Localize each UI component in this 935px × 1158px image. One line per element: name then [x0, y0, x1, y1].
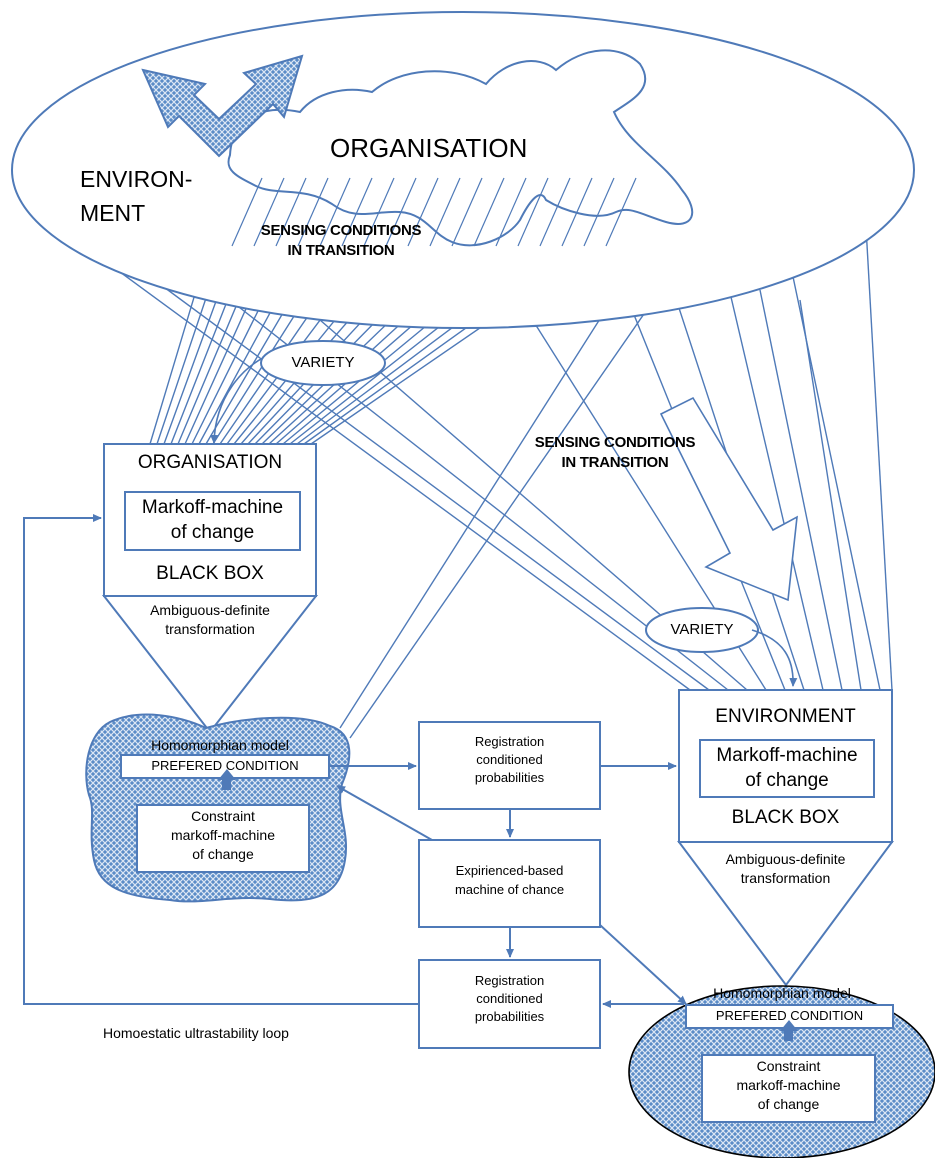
fan-line-to-environment [129, 261, 710, 691]
exp-line1: Expirienced-based [455, 863, 564, 878]
fan-line-to-environment [89, 249, 691, 691]
organisation-cloud [227, 49, 694, 247]
env-constraint-line3: of change [757, 1096, 820, 1112]
ultrastability-loop-line [23, 514, 419, 1005]
org-constraint-line2: markoff-machine [170, 827, 275, 843]
cloud-hatch-line [385, 177, 417, 247]
reg2-line1: Registration [474, 973, 545, 988]
variety-ellipse-right [645, 607, 759, 653]
variety-left-label: VARIETY [291, 354, 355, 371]
env-transform-line2: transformation [740, 870, 831, 886]
sensing-label-top-2: IN TRANSITION [287, 242, 395, 259]
env-transform-line1: Ambiguous-definite [725, 851, 846, 867]
cloud-hatch-line [495, 177, 527, 247]
reg1-line2: conditioned [476, 752, 543, 767]
fan-line-from-model [349, 261, 681, 739]
env-markoff-line1: Markoff-machine [716, 745, 858, 766]
cloud-hatch-line [451, 177, 483, 247]
org-markoff-line2: of change [170, 522, 255, 543]
org-markoff-line1: Markoff-machine [141, 497, 284, 518]
cloud-hatch-line [429, 177, 461, 247]
fan-line-from-model [339, 299, 613, 729]
variety-right-curve [751, 629, 798, 687]
cloud-hatch-line [583, 177, 615, 247]
env-box-title: ENVIRONMENT [715, 706, 856, 727]
cloud-hatch-line [341, 177, 373, 247]
organisation-transformation-funnel [101, 595, 319, 734]
org-constraint-box [136, 804, 310, 873]
env-model-title: Homomorphian model [713, 985, 851, 1001]
exp-line2: machine of chance [454, 882, 565, 897]
cloud-hatch-line [319, 177, 351, 247]
env-markoff-line2: of change [745, 770, 829, 791]
exchange-arrow-icon [141, 54, 304, 158]
cloud-hatch-line [539, 177, 571, 247]
cloud-hatch-line [363, 177, 395, 247]
org-black-box-label: BLACK BOX [156, 563, 264, 584]
cloud-hatch-line [275, 177, 307, 247]
experience-box [418, 839, 601, 928]
ultrastability-loop-label: Homoestatic ultrastability loop [103, 1025, 289, 1041]
cloud-hatch-line [253, 177, 285, 247]
fan-line-to-environment [719, 249, 824, 691]
org-transform-line1: Ambiguous-definite [150, 602, 270, 618]
cloud-hatch-line [473, 177, 505, 247]
reg1-line1: Registration [474, 734, 545, 749]
environment-markoff-box [699, 739, 875, 798]
env-constraint-line1: Constraint [756, 1058, 821, 1074]
cloud-hatch-line [297, 177, 329, 247]
env-up-arrow-icon [780, 1020, 798, 1041]
registration-box-1 [418, 721, 601, 810]
arrow-exp-to-model [336, 785, 433, 841]
org-model-title: Homomorphian model [151, 737, 289, 753]
reg1-line3: probabilities [474, 770, 545, 785]
environment-label-line1: ENVIRON- [80, 166, 193, 192]
variety-ellipse-left [260, 340, 386, 386]
fan-line-to-environment [799, 299, 862, 691]
fan-line-to-environment [759, 289, 843, 691]
org-box-title: ORGANISATION [137, 452, 283, 473]
env-black-box-label: BLACK BOX [731, 807, 840, 828]
reg2-line2: conditioned [476, 991, 543, 1006]
org-up-arrow-icon [218, 769, 236, 790]
env-preferred-label: PREFERED CONDITION [715, 1008, 864, 1023]
arrow-exp-to-env-model [599, 924, 687, 1005]
environment-label-line2: MENT [80, 200, 146, 226]
org-transform-line2: transformation [165, 621, 255, 637]
variety-right-label: VARIETY [670, 621, 734, 638]
org-preferred-label: PREFERED CONDITION [151, 758, 299, 773]
sensing-label-mid-1: SENSING CONDITIONS [534, 434, 696, 451]
reg2-line3: probabilities [474, 1009, 545, 1024]
env-constraint-line2: markoff-machine [736, 1077, 841, 1093]
cloud-hatch-line [605, 177, 637, 247]
organisation-markoff-box [124, 491, 301, 551]
environment-transformation-funnel [677, 841, 894, 987]
cloud-organisation-label: ORGANISATION [330, 133, 528, 163]
sensing-label-mid-2: IN TRANSITION [561, 454, 669, 471]
sensing-label-top-1: SENSING CONDITIONS [260, 222, 422, 239]
cloud-hatch-line [231, 177, 263, 247]
cloud-hatch [231, 177, 637, 247]
registration-box-2 [418, 959, 601, 1049]
org-constraint-line1: Constraint [191, 808, 255, 824]
org-constraint-line3: of change [192, 846, 254, 862]
hollow-arrow-icon [659, 396, 798, 602]
env-constraint-box [701, 1054, 876, 1123]
cloud-hatch-line [517, 177, 549, 247]
cloud-hatch-line [407, 177, 439, 247]
cloud-hatch-line [561, 177, 593, 247]
